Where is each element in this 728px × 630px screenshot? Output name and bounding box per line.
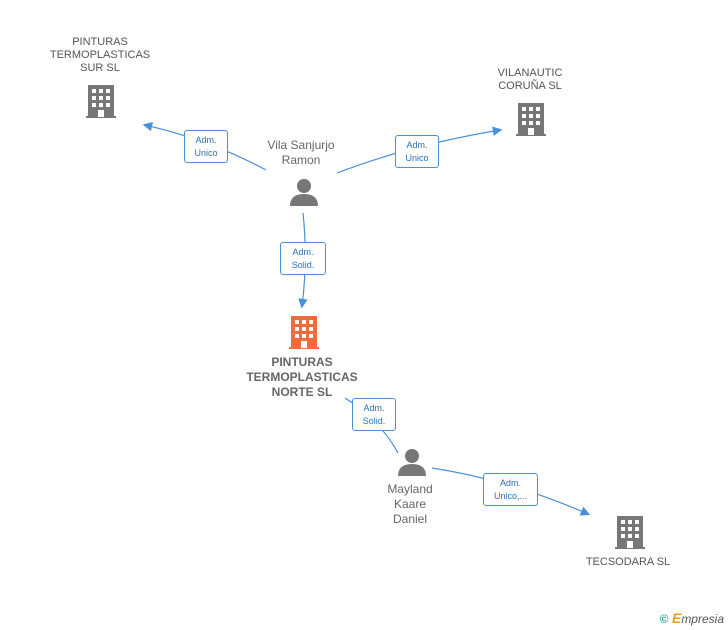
building-icon[interactable] [86, 85, 116, 118]
brand-name: mpresia [681, 612, 724, 626]
company-label-tecsodara[interactable]: TECSODARA SL [585, 556, 671, 568]
person-label-mayland[interactable]: Mayland Kaare Daniel [387, 482, 433, 526]
edge-label-adm-solid[interactable]: Adm. Solid. [352, 398, 396, 431]
edge-label-adm-unico[interactable]: Adm. Unico [184, 130, 228, 163]
building-icon[interactable] [516, 103, 546, 136]
person-icon[interactable] [398, 449, 426, 476]
company-label-vilanautic[interactable]: VILANAUTIC CORUÑA SL [497, 67, 563, 92]
empresia-logo: © Empresia [660, 610, 724, 626]
building-icon[interactable] [615, 516, 645, 549]
company-label-pinturas-norte[interactable]: PINTURAS TERMOPLASTICAS NORTE SL [246, 355, 358, 399]
edge-label-adm-unico[interactable]: Adm. Unico [395, 135, 439, 168]
company-label-pinturas-sur[interactable]: PINTURAS TERMOPLASTICAS SUR SL [49, 36, 151, 74]
copyright-symbol: © [659, 612, 669, 626]
edge-label-adm-unico-more[interactable]: Adm. Unico,... [483, 473, 538, 506]
main-building-icon[interactable] [289, 316, 319, 349]
edge-label-adm-solid[interactable]: Adm. Solid. [280, 242, 326, 275]
person-icon[interactable] [290, 179, 318, 206]
brand-initial: E [671, 610, 682, 626]
person-label-vila-sanjurjo[interactable]: Vila Sanjurjo Ramon [267, 138, 335, 167]
